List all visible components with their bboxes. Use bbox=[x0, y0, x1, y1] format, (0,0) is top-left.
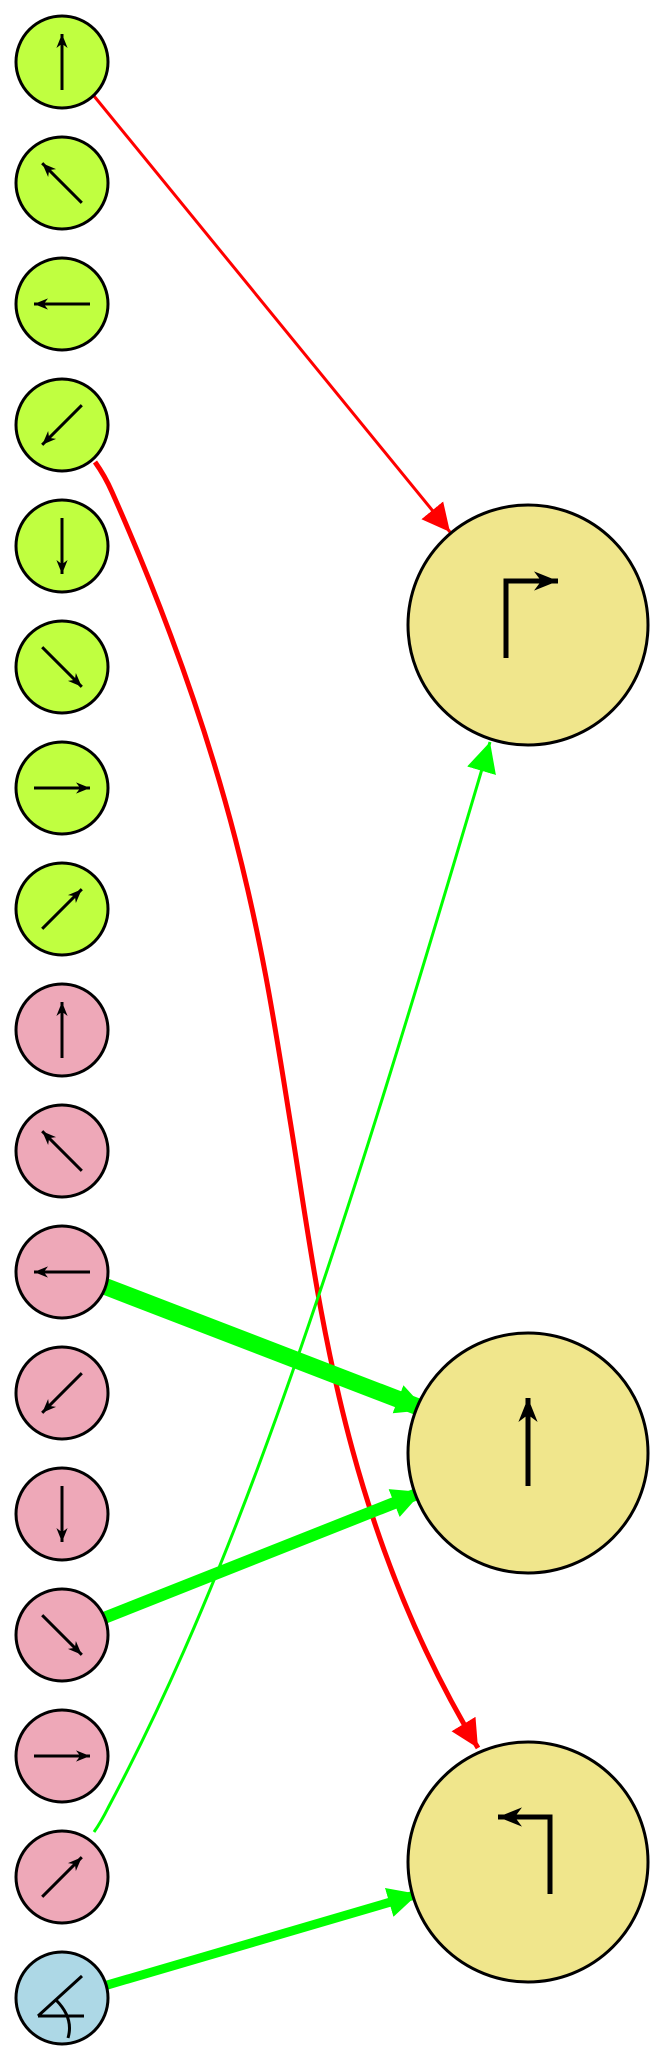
source-node-b-angle bbox=[14, 1950, 110, 2046]
source-node-g-down bbox=[14, 498, 110, 594]
source-node-g-up-right bbox=[14, 861, 110, 957]
source-node-p-right bbox=[14, 1708, 110, 1804]
arrow-up-right-icon bbox=[41, 1856, 83, 1898]
source-node-g-down-right bbox=[14, 619, 110, 715]
source-node-g-left bbox=[14, 256, 110, 352]
source-node-p-down bbox=[14, 1466, 110, 1562]
arrow-down-right-icon bbox=[41, 1614, 83, 1656]
arrow-up-right-icon bbox=[41, 888, 83, 930]
target-node-circle bbox=[406, 1740, 650, 1984]
source-node-circle bbox=[14, 1950, 110, 2046]
source-node-p-up-right bbox=[14, 1829, 110, 1925]
source-node-g-down-left bbox=[14, 377, 110, 473]
edge-p-down-right-to-t-straight bbox=[101, 1486, 425, 1624]
arrow-up-left-icon bbox=[41, 1130, 83, 1172]
target-node-t-straight bbox=[406, 1331, 650, 1575]
source-node-p-down-left bbox=[14, 1345, 110, 1441]
target-node-t-turn-left bbox=[406, 1740, 650, 1984]
nodes-layer bbox=[14, 14, 650, 2046]
angle-icon bbox=[36, 1974, 84, 2039]
turn-left-icon bbox=[498, 1807, 553, 1894]
edge-p-up-right-to-t-turn-right bbox=[92, 741, 496, 1833]
target-node-circle bbox=[406, 503, 650, 747]
source-node-p-up bbox=[14, 982, 110, 1078]
source-node-p-up-left bbox=[14, 1103, 110, 1199]
source-node-g-up-left bbox=[14, 135, 110, 231]
arrow-down-right-icon bbox=[41, 646, 83, 688]
edges-layer bbox=[92, 95, 496, 1991]
source-node-p-down-right bbox=[14, 1587, 110, 1683]
target-node-t-turn-right bbox=[406, 503, 650, 747]
source-node-g-up bbox=[14, 14, 110, 110]
turn-right-icon bbox=[503, 571, 558, 658]
source-node-p-left bbox=[14, 1224, 110, 1320]
arrow-down-left-icon bbox=[41, 1372, 83, 1414]
source-node-g-right bbox=[14, 740, 110, 836]
arrow-down-left-icon bbox=[41, 404, 83, 446]
edge-g-up-to-t-turn-right bbox=[92, 95, 452, 533]
edge-b-angle-to-t-turn-left bbox=[102, 1888, 420, 1991]
edge-g-down-left-to-t-turn-left bbox=[92, 460, 481, 1750]
arrow-up-left-icon bbox=[41, 162, 83, 204]
edge-p-left-to-t-straight bbox=[100, 1278, 430, 1418]
